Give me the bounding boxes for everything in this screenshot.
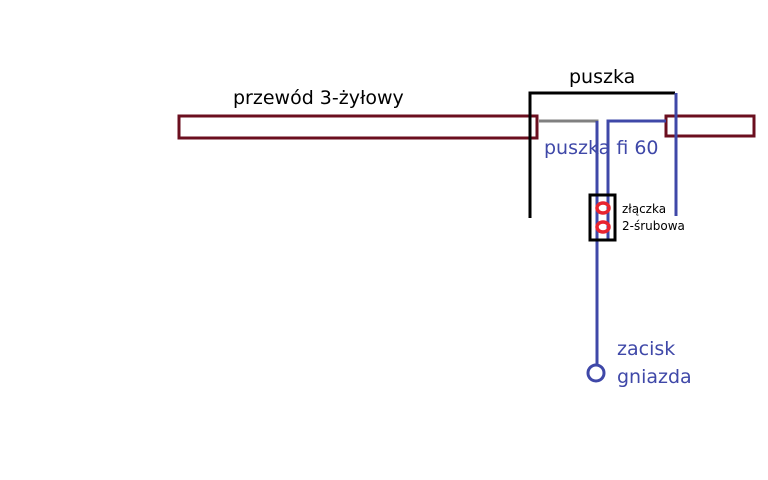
connector-block <box>588 193 617 242</box>
terminal-label-line1: zacisk <box>617 338 676 360</box>
screw-icon <box>595 220 611 234</box>
cable-right <box>664 114 756 138</box>
box-size-label: puszka fi 60 <box>544 137 659 159</box>
box-label: puszka <box>569 66 636 88</box>
connector-label-line2: 2-śrubowa <box>622 219 685 233</box>
screw-icon <box>595 201 611 215</box>
cable-left <box>177 114 539 140</box>
terminal-label-line2: gniazda <box>617 366 692 388</box>
blue-wire-right <box>606 119 666 240</box>
cable-label: przewód 3-żyłowy <box>233 87 404 109</box>
terminal-icon <box>586 363 606 383</box>
gray-wire <box>539 119 599 198</box>
connector-label-line1: złączka <box>622 202 667 216</box>
box-outline <box>528 91 675 218</box>
